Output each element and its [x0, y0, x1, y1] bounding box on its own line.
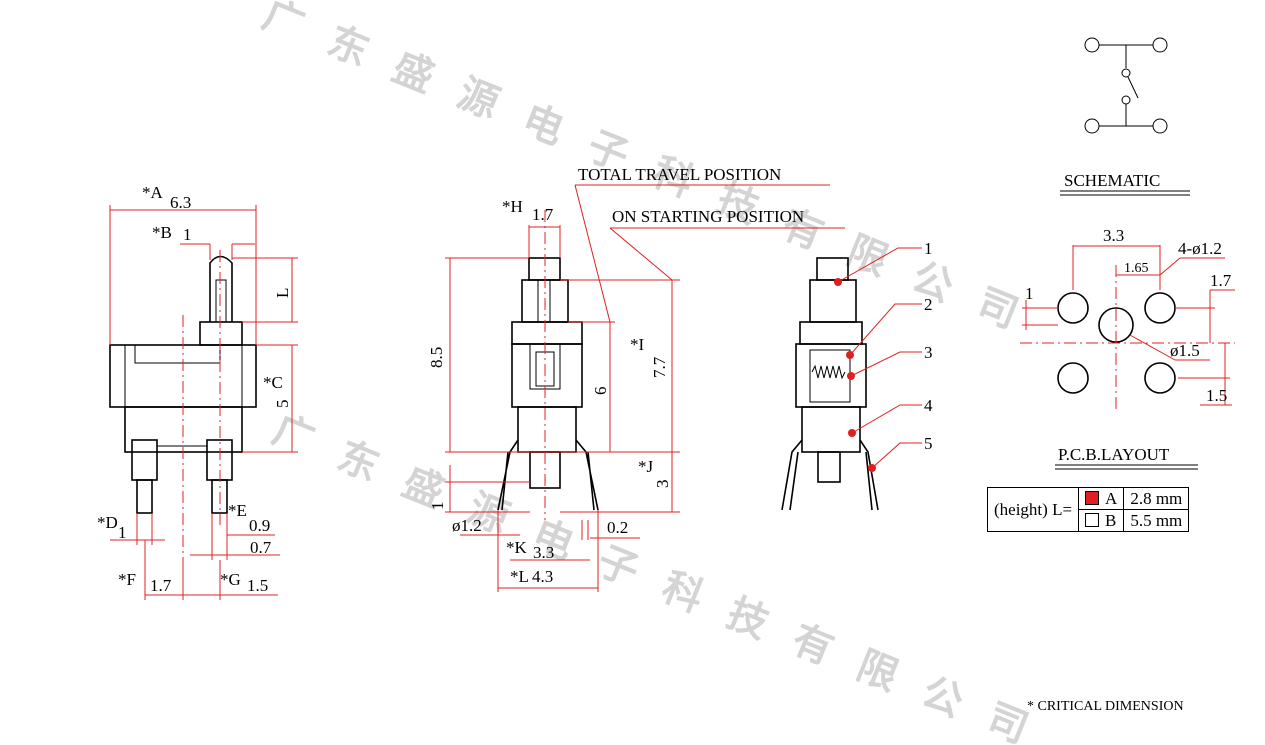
dim-F-value: 1.7 [150, 576, 172, 595]
dim-J-value: 3 [653, 480, 672, 489]
dim-K-value: 3.3 [533, 543, 554, 562]
dim-Lb-value: 4.3 [532, 567, 553, 586]
schematic-symbol [1084, 37, 1168, 134]
dim-C-value: 5 [273, 400, 292, 409]
height-code-a: A [1105, 488, 1118, 508]
pcb-holes: 4-ø1.2 [1178, 239, 1222, 258]
pcb-dim-1: 1 [1025, 284, 1034, 303]
dim-B-label: *B [152, 223, 172, 242]
dim-D-label: *D [97, 513, 118, 532]
dim-H-label: *H [502, 197, 523, 216]
section-view [781, 247, 922, 511]
critical-dimension-note: * CRITICAL DIMENSION [1027, 699, 1184, 714]
dim-02: 0.2 [607, 518, 628, 537]
dim-G-value: 1.5 [247, 576, 268, 595]
pcb-layout-title: P.C.B.LAYOUT [1058, 445, 1170, 464]
dim-A-label: *A [142, 183, 164, 202]
dim-H-value: 1.7 [532, 205, 554, 224]
dim-B-value: 1 [183, 225, 192, 244]
dim-6: 6 [591, 387, 610, 396]
dim-I-label: *I [630, 335, 645, 354]
dim-F-label: *F [118, 570, 136, 589]
part-1: 1 [924, 239, 933, 258]
height-row-b-value: 5.5 mm [1123, 509, 1190, 532]
dim-1-left: 1 [428, 502, 447, 511]
dim-J-label: *J [638, 457, 654, 476]
watermark-text-2: 广东盛源电子科技有限公司 [266, 407, 1062, 745]
height-label: (height) L= [986, 487, 1080, 532]
red-square-icon [1085, 490, 1100, 505]
pcb-layout-drawing [1020, 245, 1235, 410]
height-row-a-code: A [1078, 487, 1125, 510]
part-4: 4 [924, 396, 933, 415]
total-travel-label: TOTAL TRAVEL POSITION [578, 165, 781, 184]
dim-C-label: *C [263, 373, 283, 392]
front-view [445, 184, 845, 592]
dim-Lb-label: *L [510, 567, 529, 586]
schematic-title: SCHEMATIC [1064, 171, 1160, 190]
dim-E2-value: 0.7 [250, 538, 272, 557]
dim-L-side: L [273, 288, 292, 298]
dim-dia12: ø1.2 [452, 516, 482, 535]
pcb-dia-15: ø1.5 [1170, 341, 1200, 360]
part-3: 3 [924, 343, 933, 362]
white-square-icon [1085, 512, 1100, 527]
dim-85: 8.5 [427, 347, 446, 368]
pcb-dim-33: 3.3 [1103, 226, 1124, 245]
on-starting-label: ON STARTING POSITION [612, 207, 804, 226]
height-row-b-code: B [1078, 509, 1125, 532]
pcb-dim-15: 1.5 [1206, 386, 1227, 405]
dim-E-label: *E [228, 501, 247, 520]
height-table: (height) L= A 2.8 mm B 5.5 mm [986, 487, 1190, 532]
part-2: 2 [924, 295, 933, 314]
height-row-a-value: 2.8 mm [1123, 487, 1190, 510]
dim-E-value: 0.9 [249, 516, 270, 535]
dim-I-value: 7.7 [650, 356, 669, 378]
part-5: 5 [924, 434, 933, 453]
dim-K-label: *K [506, 538, 528, 557]
dim-G-label: *G [220, 570, 241, 589]
dim-D-value: 1 [118, 523, 127, 542]
pcb-dim-165: 1.65 [1124, 261, 1149, 276]
watermark-bottom: 广东盛源电子科技有限公司 [266, 407, 1062, 745]
height-code-b: B [1105, 510, 1117, 530]
side-view [109, 205, 298, 600]
pcb-dim-17: 1.7 [1210, 271, 1232, 290]
dim-A-value: 6.3 [170, 193, 191, 212]
